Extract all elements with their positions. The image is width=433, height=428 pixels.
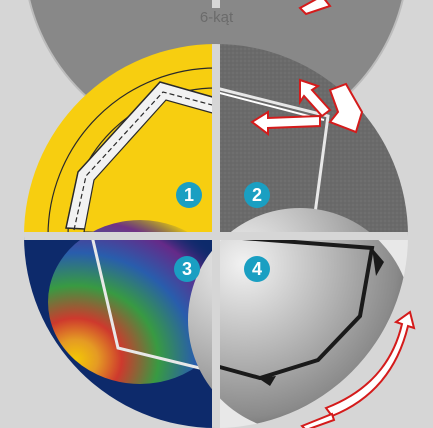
top-rotation-arrow xyxy=(298,0,332,16)
quadrant-2 xyxy=(216,44,408,236)
badge-1: 1 xyxy=(176,182,202,208)
badge-4: 4 xyxy=(244,256,270,282)
badge-3: 3 xyxy=(174,256,200,282)
rotation-arrows xyxy=(300,310,416,428)
diagram-title: 6-kąt xyxy=(199,9,234,26)
badge-2: 2 xyxy=(244,182,270,208)
force-arrows xyxy=(250,78,364,136)
